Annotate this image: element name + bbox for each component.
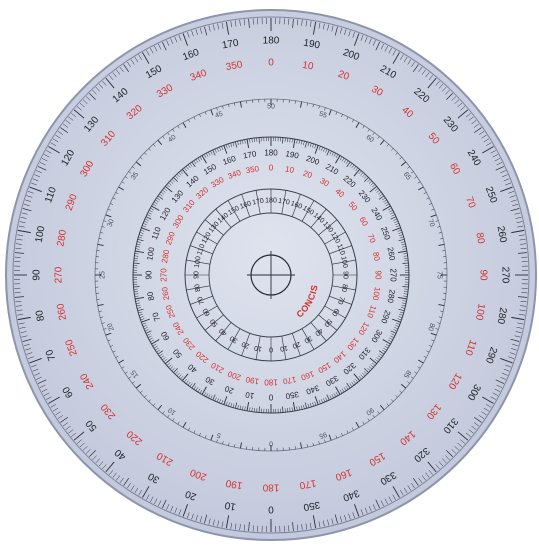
outer-red-label: 180 xyxy=(262,482,279,493)
middle-red-label: 90 xyxy=(374,271,383,280)
inner-label: 10 xyxy=(254,344,263,352)
outer-black-label: 270 xyxy=(500,267,511,284)
middle-black-label: 90 xyxy=(145,270,154,279)
inner-label: 80 xyxy=(340,283,348,292)
inner-label: 10 xyxy=(279,344,288,352)
inner-label: 90 xyxy=(342,271,349,279)
middle-red-label: 0 xyxy=(269,164,274,173)
outer-red-label: 0 xyxy=(268,58,274,69)
gray-label: 50 xyxy=(267,104,275,111)
middle-black-label: 180 xyxy=(264,149,278,158)
middle-red-label: 270 xyxy=(160,268,169,282)
outer-red-label: 270 xyxy=(54,266,65,283)
inner-label: 80 xyxy=(194,283,202,292)
outer-red-label: 90 xyxy=(478,269,489,281)
inner-label: 180 xyxy=(265,198,277,205)
gray-label: 0 xyxy=(269,440,273,447)
middle-black-label: 270 xyxy=(389,268,398,282)
outer-black-label: 90 xyxy=(32,269,43,281)
inner-label: 0 xyxy=(269,346,273,353)
gray-label: 25 xyxy=(100,271,107,279)
inner-label: 90 xyxy=(194,271,201,279)
gray-label: 75 xyxy=(436,271,443,279)
outer-black-label: 180 xyxy=(263,36,280,47)
outer-black-label: 0 xyxy=(268,504,274,515)
middle-black-label: 0 xyxy=(268,393,273,402)
middle-red-label: 180 xyxy=(264,378,278,387)
